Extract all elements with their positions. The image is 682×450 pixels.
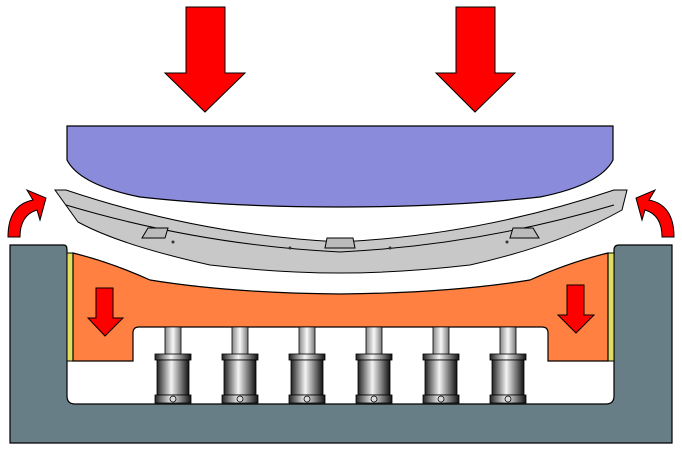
arrow-down-icon — [86, 287, 125, 337]
mounting-bracket — [324, 237, 356, 249]
hydraulic-cylinder — [221, 326, 259, 404]
hydraulic-cylinders — [154, 326, 527, 404]
upper-press-die — [66, 125, 614, 208]
arrow-down-icon — [556, 284, 596, 334]
lower-die — [72, 252, 609, 362]
press-force-arrows — [7, 6, 675, 337]
mounting-bracket — [509, 227, 540, 239]
mounting-bracket — [141, 227, 169, 239]
hydraulic-cylinder — [154, 326, 192, 404]
base-frame — [9, 244, 673, 444]
right-liner — [607, 252, 615, 362]
arrow-down-icon — [434, 6, 517, 113]
hydraulic-cylinder — [288, 326, 326, 404]
arrow-down-icon — [163, 6, 247, 113]
hydraulic-cylinder — [422, 326, 460, 404]
curved-arrow-icon — [635, 188, 675, 238]
curved-arrow-icon — [7, 188, 47, 238]
hydraulic-cylinder — [489, 326, 527, 404]
workpiece-panel — [54, 189, 628, 274]
left-liner — [66, 252, 74, 362]
hydraulic-cylinder — [355, 326, 393, 404]
